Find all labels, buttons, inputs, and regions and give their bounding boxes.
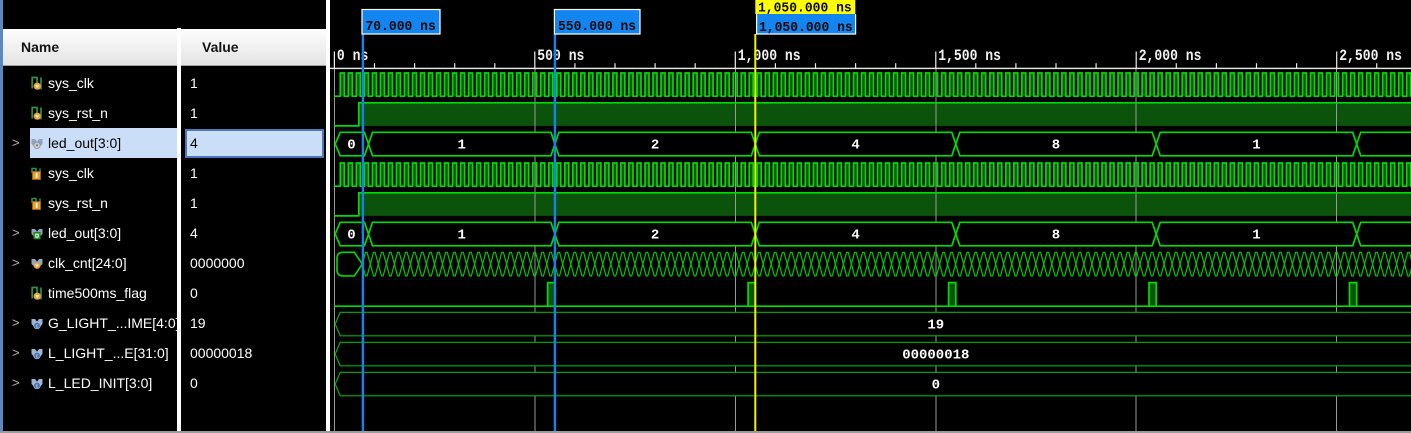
- svg-text:19: 19: [927, 318, 944, 334]
- svg-text:1: 1: [457, 138, 465, 154]
- svg-text:70.000 ns: 70.000 ns: [366, 19, 436, 35]
- svg-text:1: 1: [457, 228, 465, 244]
- svg-text:0: 0: [347, 138, 355, 154]
- svg-text:500 ns: 500 ns: [537, 47, 584, 65]
- svg-text:0: 0: [347, 228, 355, 244]
- svg-text:c: c: [36, 323, 39, 329]
- svg-text:1: 1: [1252, 228, 1260, 244]
- svg-text:550.000 ns: 550.000 ns: [558, 19, 636, 35]
- svg-text:2: 2: [651, 228, 659, 244]
- svg-text:0: 0: [932, 378, 940, 394]
- svg-text:2: 2: [651, 138, 659, 154]
- svg-text:c: c: [36, 353, 39, 359]
- svg-text:00000018: 00000018: [902, 348, 969, 364]
- svg-text:c: c: [36, 383, 39, 389]
- svg-text:1,000 ns: 1,000 ns: [738, 47, 801, 65]
- svg-text:1,050.000 ns: 1,050.000 ns: [759, 20, 853, 36]
- svg-text:1,500 ns: 1,500 ns: [938, 47, 1001, 65]
- svg-text:2,500 ns: 2,500 ns: [1339, 47, 1402, 65]
- svg-text:1: 1: [1252, 138, 1260, 154]
- svg-text:8: 8: [1052, 228, 1060, 244]
- svg-text:4: 4: [851, 228, 859, 244]
- svg-text:4: 4: [851, 138, 859, 154]
- svg-text:0 ns: 0 ns: [337, 47, 368, 65]
- svg-text:1,050.000 ns: 1,050.000 ns: [758, 1, 852, 17]
- svg-text:8: 8: [1052, 138, 1060, 154]
- svg-text:2,000 ns: 2,000 ns: [1139, 47, 1202, 65]
